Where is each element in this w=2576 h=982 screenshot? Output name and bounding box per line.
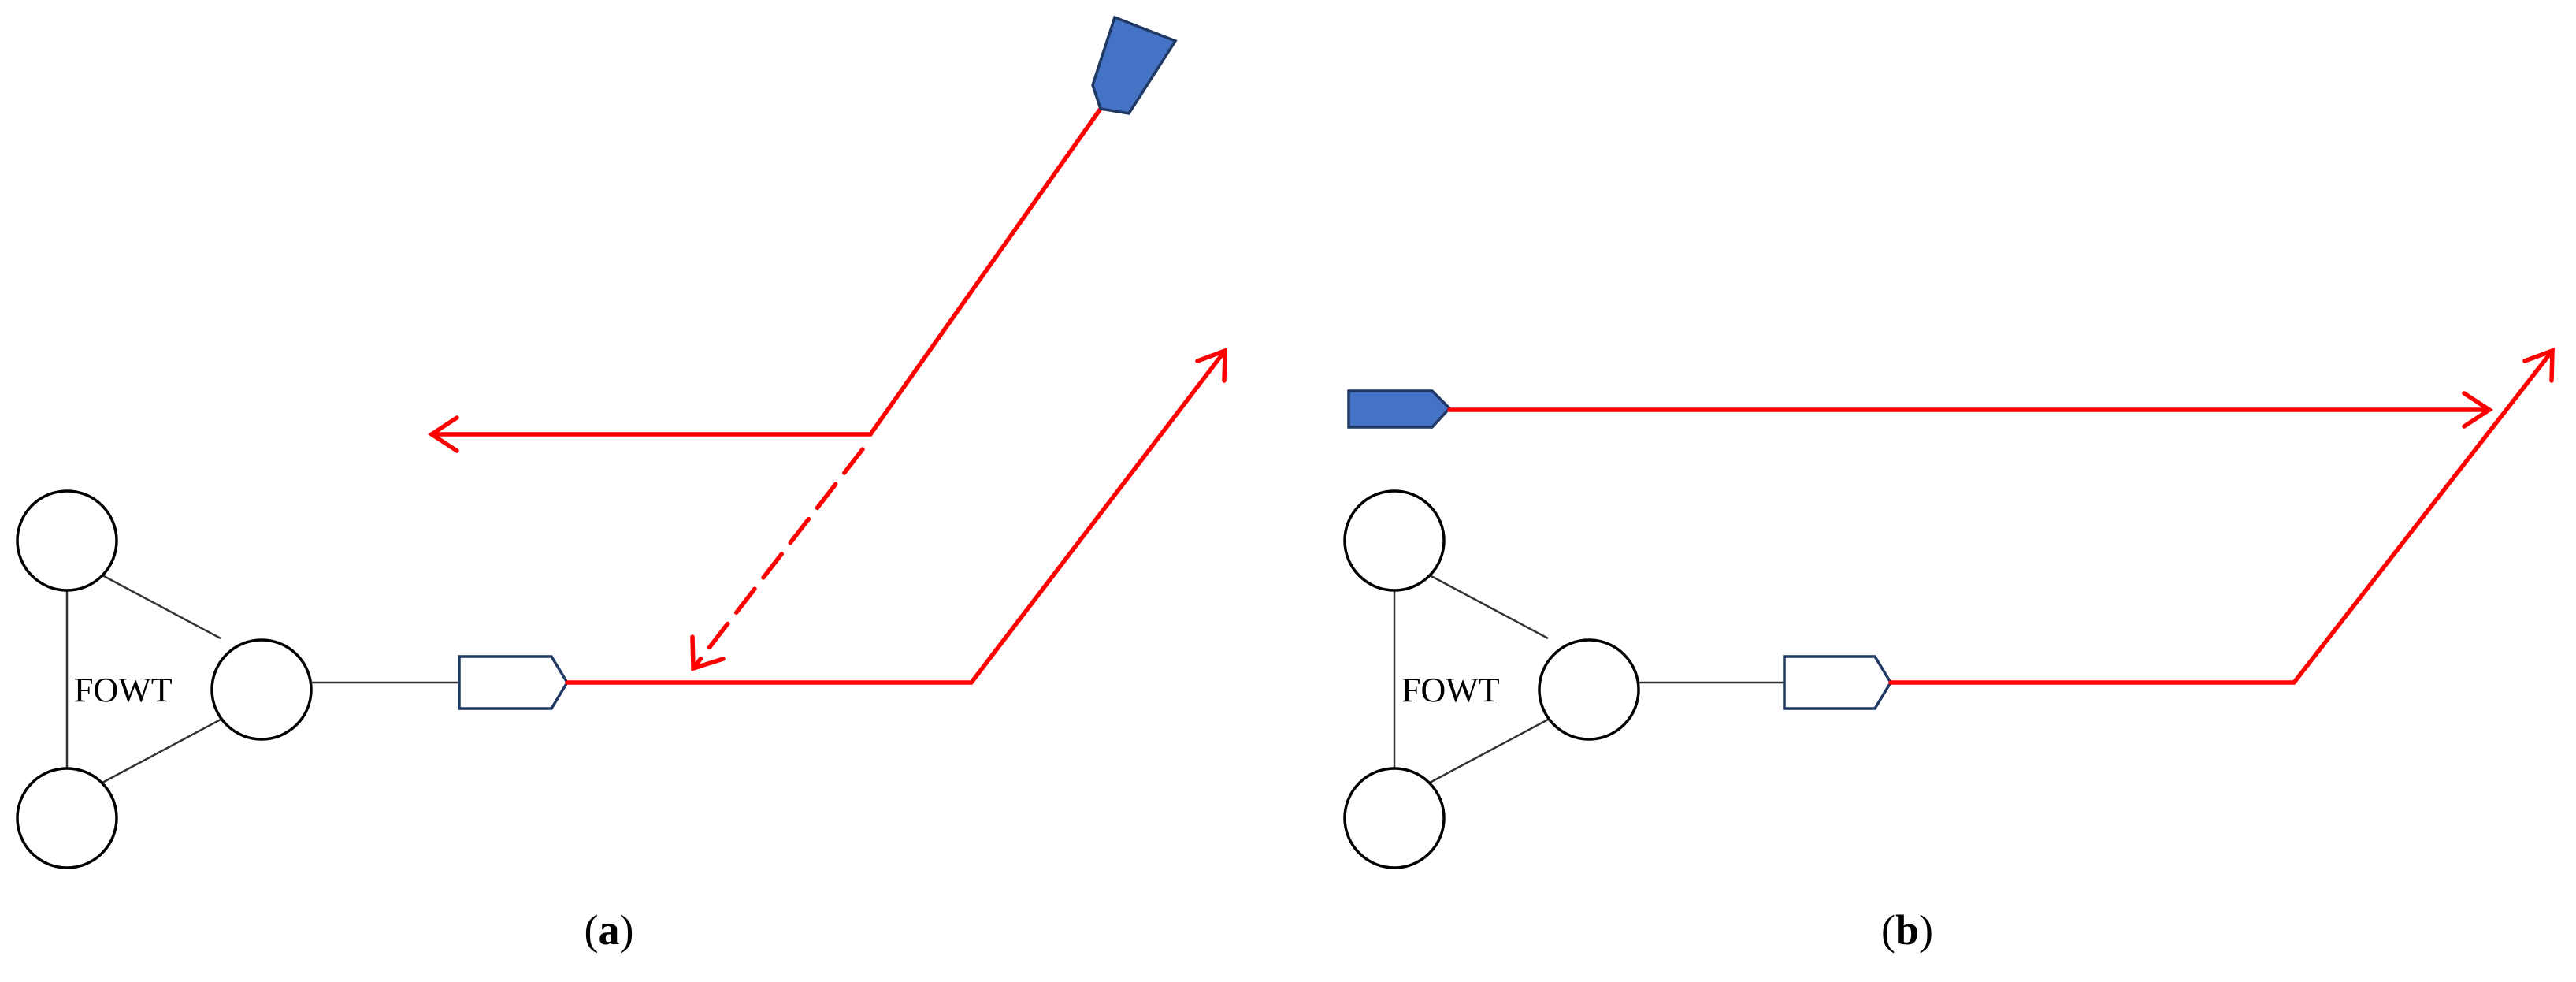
route-arrowhead-a-end [1195,348,1227,383]
caption-open-b: ( [1881,906,1895,954]
column-bottom-b [1343,767,1446,869]
solid-route-b [1888,348,2555,685]
incoming-route-a [429,106,1103,437]
platform-brace-upper [102,574,221,640]
column-bottom-a [16,767,118,869]
fowt-platform-b: FOWT [1343,489,1640,869]
fowt-label-b: FOWT [1401,671,1500,709]
vessel-filled-icon [1091,15,1178,115]
column-right-a [210,638,313,741]
caption-open-a: ( [585,906,599,954]
caption-letter-a: a [599,906,620,954]
vessel-outline-icon [1783,655,1893,710]
platform-brace-upper-b [1429,574,1549,640]
caption-close-b: ) [1919,906,1933,954]
panel-b: FOWT (b) [1343,348,2555,954]
caption-close-a: ) [620,906,634,954]
panel-a: FOWT (a) [16,15,1227,954]
dashed-arrowhead-a [690,634,726,671]
vessel-outline-icon [458,655,570,710]
route-arrowhead-b-top [2462,391,2494,429]
fowt-platform-a: FOWT [16,489,313,869]
vessel-filled-icon [1347,389,1452,429]
caption-letter-b: b [1895,906,1919,954]
panel-caption-b: (b) [1881,906,1933,954]
solid-route-a [565,348,1227,685]
route-arrowhead-a-left [427,415,459,453]
column-top-a [16,489,118,592]
dashed-route-a [691,447,865,671]
fowt-label-a: FOWT [74,671,173,709]
panel-caption-a: (a) [585,906,634,954]
platform-brace-lower [102,718,221,784]
route-arrowhead-b-end [2522,348,2555,383]
column-right-b [1538,638,1640,741]
platform-brace-lower-b [1429,718,1549,784]
column-top-b [1343,489,1446,592]
